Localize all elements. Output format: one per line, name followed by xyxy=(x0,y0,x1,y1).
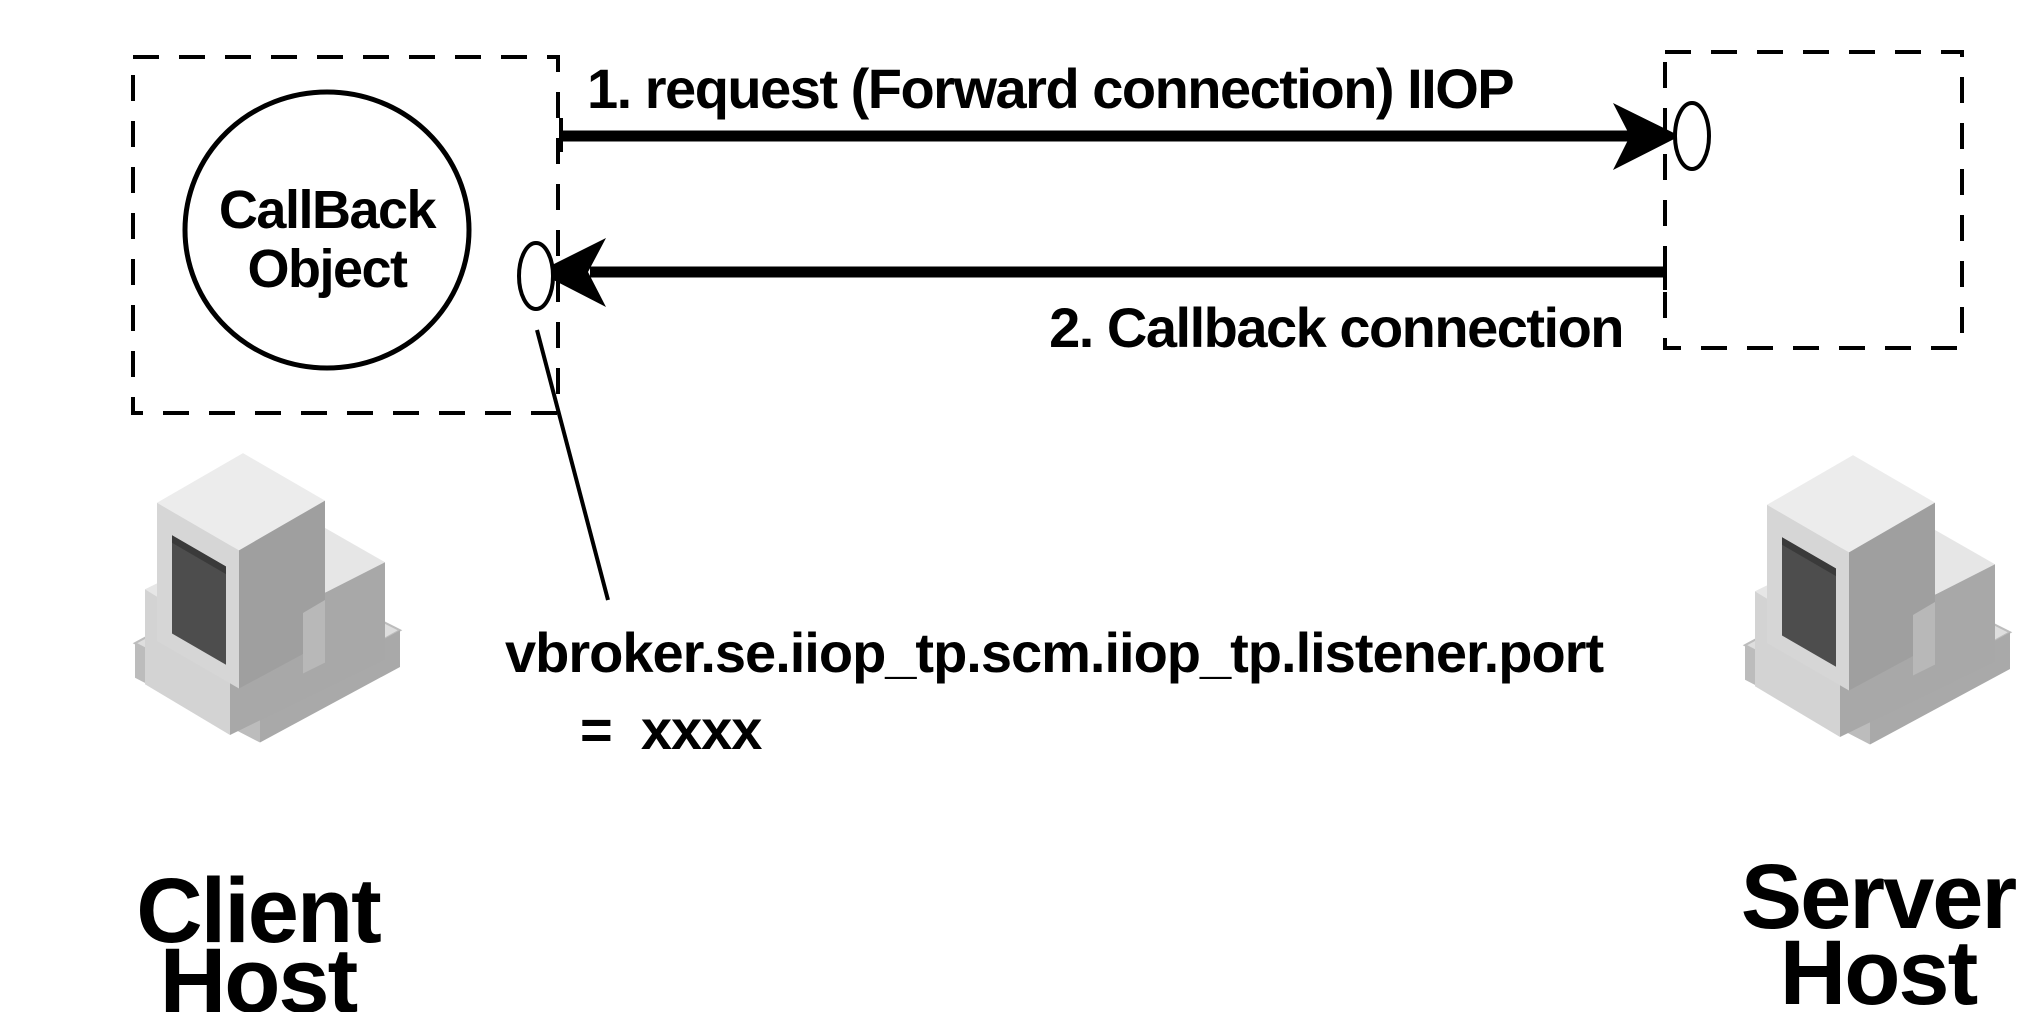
listener-port-pointer-line xyxy=(535,329,610,601)
forward-connection-arrowhead xyxy=(1613,103,1680,170)
callback-object-circle xyxy=(182,89,472,371)
callback-object-label-line2: Object xyxy=(247,239,408,299)
server-boundary-box xyxy=(1663,50,1964,350)
listener-port-property: vbroker.se.iiop_tp.scm.iiop_tp.listener.… xyxy=(505,621,1603,684)
forward-connection-label: 1. request (Forward connection) IIOP xyxy=(587,57,1513,120)
server-host-label-line2: Host xyxy=(1780,922,1978,1012)
server-host-label-line1: Server xyxy=(1741,846,2017,948)
callback-connection-label: 2. Callback connection xyxy=(1049,296,1623,359)
callback-connection-arrowhead xyxy=(538,238,606,307)
client-listener-port-endpoint xyxy=(517,241,555,311)
client-boundary-box xyxy=(131,55,560,415)
listener-port-value: = xxxx xyxy=(580,698,762,761)
server-computer-icon xyxy=(1743,454,2012,746)
server-port-endpoint xyxy=(1673,101,1711,171)
client-host-label-line1: Client xyxy=(136,860,381,962)
client-host-label-line2: Host xyxy=(160,930,358,1012)
client-computer-icon xyxy=(133,452,402,744)
callback-object-label-line1: CallBack xyxy=(219,180,438,240)
